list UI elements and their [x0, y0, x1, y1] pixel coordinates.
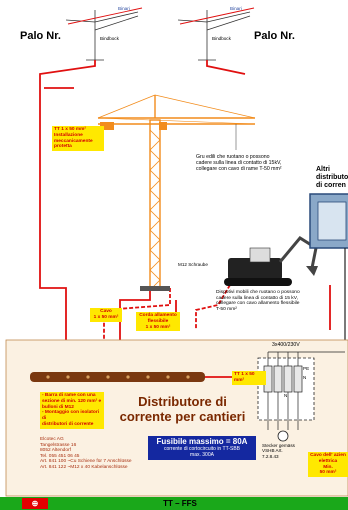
tt-box-line: meccanicamente	[54, 138, 93, 144]
cable-line: Min.	[323, 464, 333, 470]
company-line: Art. 841 100 ~Cu Schiene für 7 Anschlüss…	[40, 459, 132, 465]
copper-busbar	[30, 372, 205, 382]
utility-cable-box: Cavo dell' azien elettrica Min. 50 mm²	[308, 452, 348, 477]
crane-counterweight	[100, 122, 114, 130]
company-line: Art. 841 122 ~M12 x 40 Kabelanschlüsse	[40, 464, 128, 470]
switch-label-pe: PE	[303, 366, 310, 371]
tt-box-line: TT 1 x 50 mm²	[54, 127, 86, 132]
bus-line: - Barra di rame con una	[42, 393, 96, 398]
palo-label-left: Palo Nr.	[20, 30, 61, 42]
ground-wires	[39, 60, 331, 375]
fuse-line: corrente di cortocircuito in TT-SBB	[163, 446, 241, 452]
sbb-logo-icon: ⊕	[22, 498, 48, 509]
ground-note: Stecker gemäss VSHB Art. 7.2.8.43	[262, 443, 295, 459]
switch-label-n2: N	[303, 375, 307, 380]
cable-line: elettrica	[318, 458, 338, 464]
company-line: Tel. 055 451 06 45	[40, 453, 80, 459]
mast-left	[65, 10, 139, 61]
altri-line: di corren	[316, 182, 346, 190]
footer-bar: ⊕ TT – FFS	[0, 497, 348, 510]
footer-text: TT – FFS	[163, 499, 197, 508]
tt-box2-line: TT 1 x 50 mm²	[234, 372, 255, 383]
company-line: 8052 Altendorf	[40, 448, 71, 454]
tt-box-line: protetta	[54, 144, 72, 150]
tt-box-2: TT 1 x 50 mm²	[232, 371, 266, 385]
company-line: Tangelstrasse 16	[40, 442, 77, 448]
company-line: Elcotec AG	[40, 437, 64, 442]
fuse-limit-box: Fusibile massimo = 80A corrente di corto…	[148, 436, 256, 460]
crane-base	[140, 286, 170, 291]
title-line: Distributore di	[138, 394, 227, 409]
other-distributor-label: Altri distributo di corren	[316, 166, 348, 190]
busbar-bolts	[46, 375, 190, 379]
crane-cab	[159, 122, 167, 130]
fuse-line: Fusibile massimo = 80A	[156, 437, 248, 446]
bus-line: sezione di min. 120 mm² e	[42, 398, 102, 404]
distributor-door	[317, 201, 347, 241]
palo-label-right: Palo Nr.	[254, 30, 295, 42]
contact-wire-left	[67, 7, 143, 25]
bus-line: - Montaggio con isolatori di	[42, 410, 100, 421]
corda-box: Corda allamento flessibile 1 x 50 mm²	[136, 312, 180, 332]
tt-installation-box: TT 1 x 50 mm² Installazione meccanicamen…	[52, 126, 104, 151]
m12-label: M12 Schraube	[178, 262, 208, 267]
switch-label-n1: N	[284, 393, 288, 398]
tower-crane	[97, 94, 256, 291]
title-line: corrente per cantieri	[119, 408, 246, 424]
corda-line: Corda allamento	[139, 313, 177, 318]
crane-note: Gru edili che ruotano o possono cadere s…	[196, 154, 282, 172]
busbar-note: - Barra di rame con una sezione di min. …	[40, 392, 104, 429]
plug-icon	[277, 430, 289, 442]
cable-line: 50 mm²	[319, 470, 337, 476]
mini-label-right: Binari	[230, 6, 242, 11]
mast-label-right: Bindbock	[212, 36, 231, 41]
tt-box-line: Installazione	[54, 132, 83, 138]
main-title: Distributore di corrente per cantieri	[110, 394, 255, 425]
voltage-label: 3x400/230V	[272, 342, 300, 348]
excavator-note: Dispotivi mobili che ruotano o possono c…	[216, 290, 300, 312]
cable-line: Cavo dell' azien	[310, 453, 346, 458]
altri-line: Altri	[316, 166, 330, 173]
corda-line: flessibile	[147, 318, 169, 324]
bus-line: distributori di corrente	[42, 421, 94, 427]
mini-label-left: Binari	[118, 6, 130, 11]
bus-line: bulloni di M12	[42, 404, 74, 410]
contact-wire-right	[179, 7, 255, 25]
mast-label-left: Bindbock	[100, 36, 119, 41]
corda-line: 1 x 50 mm²	[145, 324, 171, 330]
cavo-box: Cavo 1 x 50 mm²	[90, 308, 122, 322]
supply-lines	[267, 351, 345, 430]
altri-line: distributo	[316, 174, 348, 182]
excavator	[224, 236, 318, 286]
cavo-line: 1 x 50 mm²	[93, 314, 119, 320]
cavo-line: Cavo	[100, 309, 112, 314]
mast-right	[177, 10, 251, 61]
fuse-line: max. 300A	[190, 452, 214, 458]
company-info: Elcotec AG Tangelstrasse 16 8052 Altendo…	[40, 437, 150, 470]
